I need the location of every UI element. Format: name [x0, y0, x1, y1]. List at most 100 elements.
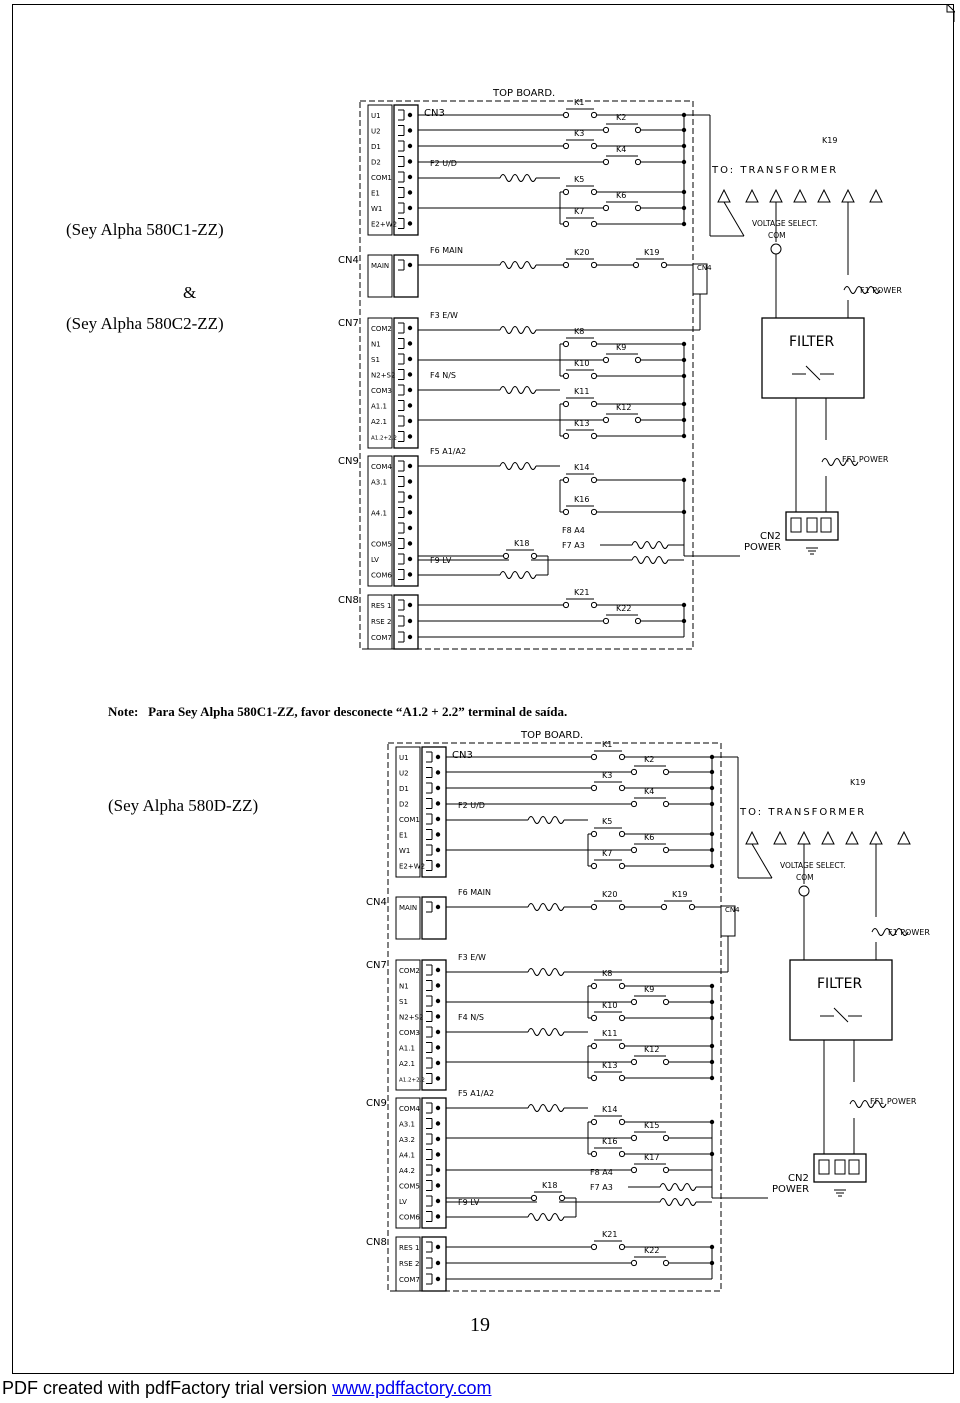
relay-k22-label: K22: [616, 604, 631, 613]
model-title-3: (Sey Alpha 580D-ZZ): [108, 796, 259, 815]
cn2-label: CN2: [760, 531, 781, 542]
cn9-label-box: [395, 1097, 421, 1229]
cn8-label-box: [395, 1236, 421, 1292]
filter-label: FILTER: [789, 334, 834, 350]
junction-dot: [709, 983, 715, 989]
cn7-name: CN7: [366, 960, 387, 971]
relay-k8-contact: [590, 982, 598, 990]
transformer-label: TO: TRANSFORMER: [739, 807, 866, 818]
fuse-f8-label: F8 A4: [590, 1168, 613, 1177]
relay-k2-contact: [630, 768, 638, 776]
cn3-pin-label: W1: [399, 847, 410, 855]
board-title: TOP BOARD.: [492, 88, 555, 99]
relay-k5-contact: [590, 188, 598, 196]
cn3-pin-label: D1: [371, 143, 381, 151]
relay-k3-label: K3: [574, 129, 584, 138]
relay-k17-label: K17: [644, 1153, 659, 1162]
relay-k6-contact: [602, 204, 610, 212]
junction-dot: [681, 221, 687, 227]
cn3-pin: [435, 847, 441, 853]
cn7-pin: [435, 998, 441, 1004]
cn7-pin-label: A1.2+2.2: [371, 436, 397, 442]
transformer-tap-icon: [773, 830, 787, 845]
cn9-pin: [407, 479, 413, 484]
junction-dot: [681, 618, 687, 624]
cn2-pin: [848, 1159, 860, 1175]
fuse-f4-label: F4 N/S: [458, 1013, 484, 1022]
cn9-pin: [435, 1121, 441, 1126]
relay-k1-gap: [597, 752, 619, 762]
fuse-f6-label: F6 MAIN: [430, 246, 463, 255]
relay-k4-contact: [662, 800, 670, 808]
cn4-name: CN4: [338, 255, 359, 266]
cn8-label-box: [367, 594, 393, 650]
filter-box: [789, 959, 893, 1041]
junction-dot: [681, 417, 687, 423]
relay-k19-main-gap: [667, 902, 689, 912]
cn4-label-box: [395, 896, 421, 940]
cn8-pin: [407, 634, 413, 640]
junction-dot: [709, 1059, 715, 1065]
relay-k3-contact: [618, 784, 626, 792]
relay-k7-label: K7: [602, 849, 612, 858]
cn7-pin: [407, 418, 413, 424]
relay-k6-contact: [630, 846, 638, 854]
junction-dot: [709, 769, 715, 775]
cn7-pin-label: N2+S2: [399, 1014, 423, 1022]
cn3-pin: [407, 128, 413, 133]
relay-k3-label: K3: [602, 771, 612, 780]
fuse-f9: [499, 571, 537, 579]
relay-k7-gap: [597, 861, 619, 871]
relay-k20-label: K20: [602, 890, 617, 899]
footer-link[interactable]: www.pdffactory.com: [332, 1378, 492, 1398]
cn4-pin-label: MAIN: [371, 262, 389, 270]
relay-k18-gap: [509, 551, 531, 561]
model-title-1: (Sey Alpha 580C1-ZZ): [66, 220, 224, 239]
fuse-f9-label: F9 LV: [458, 1198, 480, 1207]
fuse-f6: [499, 261, 537, 269]
cn7-pin: [407, 325, 413, 331]
junction-dot: [681, 205, 687, 211]
relay-k8-label: K8: [574, 327, 584, 336]
fuse-f7-label: F7 A3: [562, 541, 585, 550]
cn4-output-label: CN4: [697, 264, 712, 272]
cn9-name: CN9: [366, 1098, 387, 1109]
cn9-pin-label: COM5: [371, 541, 392, 549]
fuse-f2-label: F2 U/D: [430, 159, 457, 168]
cn3-pin: [435, 754, 441, 760]
junction-dot: [681, 433, 687, 439]
relay-k11-gap: [597, 1041, 619, 1051]
fuse-f1: [871, 928, 909, 936]
junction-dot: [709, 1043, 715, 1049]
cn9-pin: [435, 1183, 441, 1188]
cn7-pin-label: COM3: [371, 387, 392, 395]
cn3-pin-label: E2+W2: [399, 863, 425, 871]
relay-k4-contact: [634, 158, 642, 166]
cn3-pin-label: E1: [371, 190, 380, 198]
cn9-pin-label: COM4: [399, 1105, 420, 1113]
cn9-pin: [435, 1198, 441, 1204]
fuse-f8-label: F8 A4: [562, 526, 585, 535]
relay-k12-gap: [609, 415, 635, 425]
cn8-pin: [435, 1260, 441, 1266]
fuse-f8: [659, 1183, 697, 1191]
relay-k16-gap: [569, 507, 591, 517]
relay-k6-gap: [637, 845, 663, 855]
relay-k8-contact: [590, 340, 598, 348]
relay-k18-contact: [558, 1194, 566, 1202]
cn9-pin-label: A4.1: [399, 1152, 415, 1160]
cn9-pin-label: A4.1: [371, 510, 387, 518]
relay-k13-label: K13: [574, 419, 589, 428]
relay-k2-contact: [662, 768, 670, 776]
cn4-pin: [435, 904, 441, 910]
cn7-pin-label: N1: [371, 341, 381, 349]
fuse-ff1: [821, 458, 859, 466]
relay-k22-contact: [662, 1259, 670, 1267]
cn2-pin: [818, 1159, 830, 1175]
cn3-label-box: [367, 104, 393, 236]
junction-dot: [709, 999, 715, 1005]
cn3-pin: [407, 205, 413, 211]
relay-k19-main-contact: [632, 261, 640, 269]
relay-k21-label: K21: [574, 588, 589, 597]
cn7-pin: [435, 1076, 441, 1081]
